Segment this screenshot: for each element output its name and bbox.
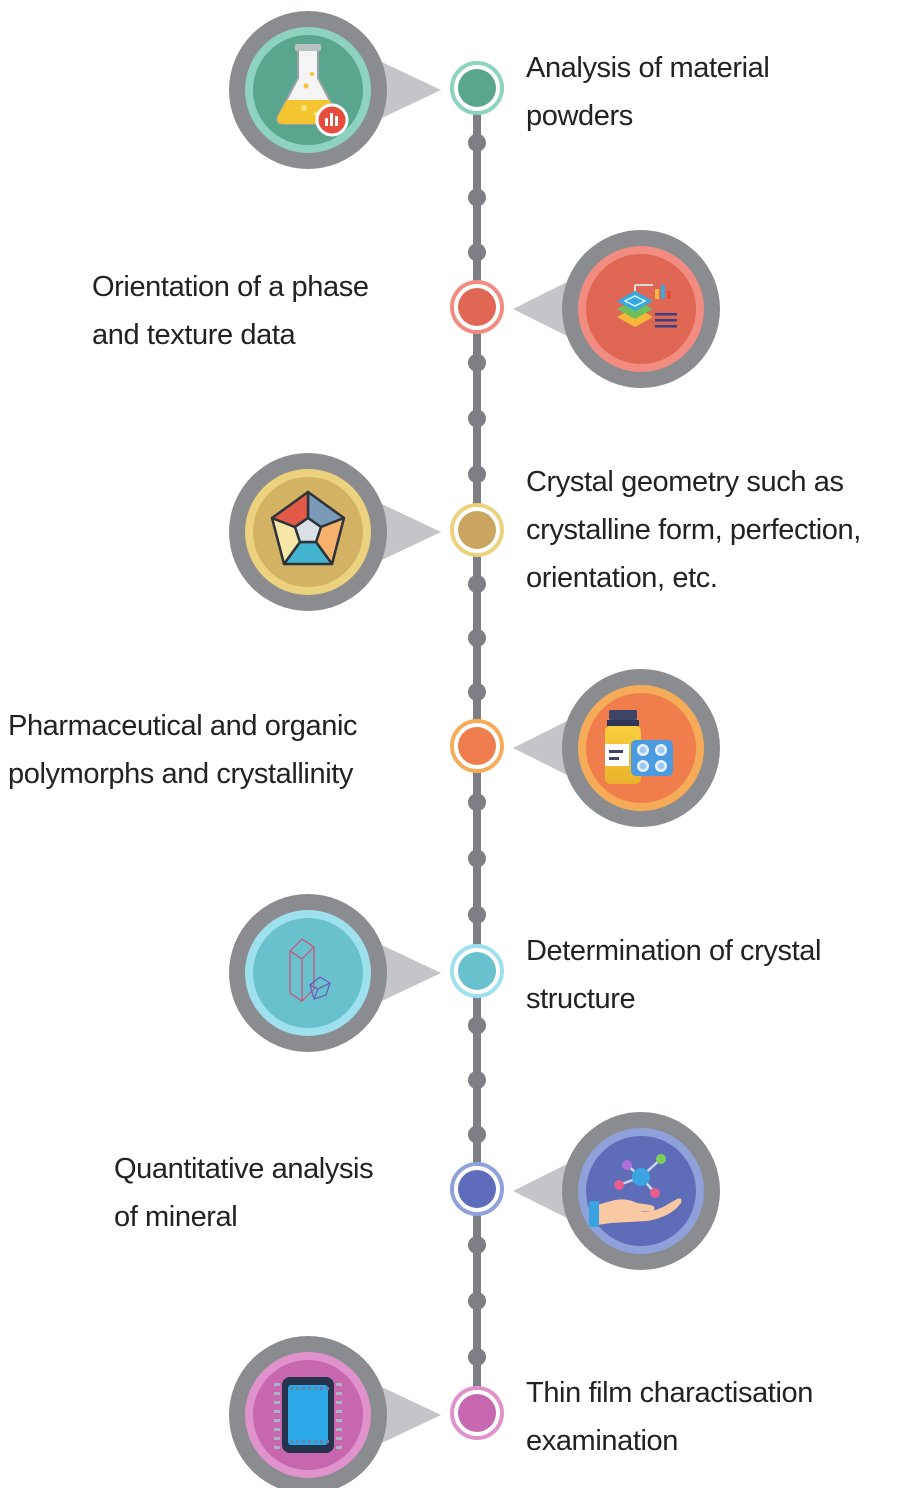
timeline-item xyxy=(229,1336,504,1488)
timeline-dot xyxy=(468,1016,486,1035)
timeline-dot xyxy=(468,1071,486,1089)
timeline-node xyxy=(458,69,496,107)
timeline-dot xyxy=(468,849,486,868)
item-label-line: and texture data xyxy=(92,319,296,351)
item-label-line: examination xyxy=(526,1425,678,1457)
item-label-line: polymorphs and crystallinity xyxy=(8,758,353,790)
timeline-dot xyxy=(468,243,486,262)
timeline-item xyxy=(229,453,504,611)
timeline-dot xyxy=(468,575,486,593)
item-label-line: Crystal geometry such as xyxy=(526,466,844,498)
pentagon-crystal-icon xyxy=(270,490,346,566)
item-label-line: structure xyxy=(526,983,636,1015)
timeline-node xyxy=(458,1394,496,1432)
timeline-item xyxy=(450,230,720,388)
timeline-node xyxy=(458,727,496,765)
item-label-line: Orientation of a phase xyxy=(92,271,369,303)
timeline-dot xyxy=(468,1348,486,1366)
molecule-hand-icon xyxy=(589,1154,682,1227)
item-label: Analysis of material powders xyxy=(526,44,770,140)
timeline-dot xyxy=(468,1236,486,1254)
item-label-line: Thin film charactisation xyxy=(526,1377,813,1409)
item-label: Crystal geometry such as crystalline form… xyxy=(526,458,861,602)
item-label-line: Analysis of material xyxy=(526,52,770,84)
item-label-line: Pharmaceutical and organic xyxy=(8,710,358,742)
item-label: Pharmaceutical and organic polymorphs and… xyxy=(8,702,357,798)
timeline-node xyxy=(458,952,496,990)
thin-film-chip-icon xyxy=(274,1377,342,1453)
layers-chart-icon xyxy=(617,284,677,328)
icon-disc xyxy=(586,1136,696,1246)
timeline-dot xyxy=(468,188,486,207)
timeline-dot xyxy=(468,1292,486,1310)
item-label-line: orientation, etc. xyxy=(526,562,718,594)
item-label-line: of mineral xyxy=(114,1201,238,1233)
timeline-dot xyxy=(468,793,486,812)
timeline-dot xyxy=(468,1125,486,1144)
timeline-node xyxy=(458,1170,496,1208)
timeline-item xyxy=(450,669,720,827)
timeline-item xyxy=(229,11,504,169)
timeline-item xyxy=(450,1112,720,1270)
timeline-dot xyxy=(468,465,486,484)
timeline-node xyxy=(458,511,496,549)
item-label: Quantitative analysis of mineral xyxy=(114,1145,374,1241)
timeline-dot xyxy=(468,409,486,428)
item-label: Thin film charactisation examination xyxy=(526,1369,813,1465)
medicine-bottle-icon xyxy=(605,710,673,784)
item-label: Determination of crystal structure xyxy=(526,927,821,1023)
timeline-dot xyxy=(468,353,486,372)
timeline-node xyxy=(458,288,496,326)
crystal-prism-icon xyxy=(289,938,331,1002)
timeline-item xyxy=(229,894,504,1052)
item-label-line: Determination of crystal xyxy=(526,935,822,967)
item-label-line: Quantitative analysis xyxy=(114,1153,374,1185)
timeline-dot xyxy=(468,683,486,701)
flask-chart-icon xyxy=(276,44,349,137)
timeline-dot xyxy=(468,629,486,647)
item-label: Orientation of a phase and texture data xyxy=(92,263,369,359)
icon-disc xyxy=(253,918,363,1028)
timeline-dot xyxy=(468,133,486,152)
item-label-line: powders xyxy=(526,100,633,132)
timeline-dot xyxy=(468,905,486,924)
item-label-line: crystalline form, perfection, xyxy=(526,514,861,546)
